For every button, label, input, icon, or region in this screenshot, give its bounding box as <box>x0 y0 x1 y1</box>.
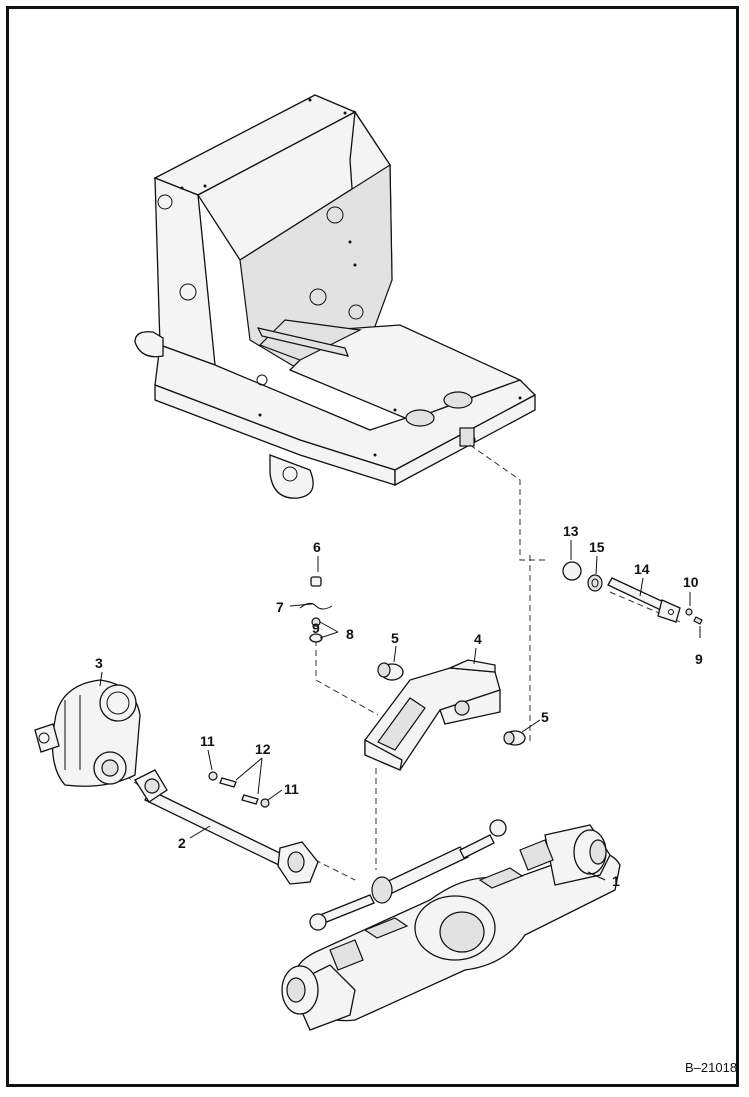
callout-11-left: 11 <box>200 733 215 749</box>
axle-1 <box>281 819 621 1031</box>
bracket-4 <box>364 659 501 771</box>
pin-assembly <box>562 561 703 625</box>
callout-5-right: 5 <box>541 709 549 725</box>
hardware-11-12 <box>208 771 270 808</box>
callout-6: 6 <box>313 539 321 555</box>
callout-4: 4 <box>474 631 482 647</box>
callout-5-top: 5 <box>391 630 399 646</box>
bushing-5-top <box>377 662 404 681</box>
callout-13: 13 <box>563 523 579 539</box>
callout-9-left: 9 <box>312 620 320 636</box>
nut-11-right <box>260 798 270 808</box>
bolt-12-left <box>219 777 237 788</box>
gearbox-3 <box>34 679 141 787</box>
callout-labels: 1 2 3 4 5 5 6 7 8 9 10 11 11 12 13 14 15… <box>95 523 703 889</box>
washer-15 <box>587 574 603 592</box>
drive-shaft-2 <box>134 769 319 885</box>
pin-14 <box>607 577 669 613</box>
callout-3: 3 <box>95 655 103 671</box>
bolt-9-right <box>693 616 703 625</box>
leader-lines <box>99 540 701 881</box>
bolt-12-right <box>241 794 259 805</box>
callout-9-right: 9 <box>695 651 703 667</box>
callout-15: 15 <box>589 539 605 555</box>
callout-10: 10 <box>683 574 699 590</box>
callout-12: 12 <box>255 741 271 757</box>
fitting-6 <box>310 576 322 587</box>
callout-14: 14 <box>634 561 650 577</box>
bolt-9 <box>309 633 323 643</box>
figure-reference-number: B–21018 <box>685 1060 737 1075</box>
fitting-hardware <box>299 576 333 643</box>
callout-11-right: 11 <box>284 781 299 797</box>
callout-2: 2 <box>178 835 186 851</box>
chassis-frame <box>134 94 537 499</box>
washer-10 <box>685 608 693 616</box>
bushing-5-right <box>503 730 526 746</box>
callout-8: 8 <box>346 626 354 642</box>
callout-7: 7 <box>276 599 284 615</box>
nut-11-left <box>208 771 218 781</box>
callout-1: 1 <box>612 873 620 889</box>
bushing-13 <box>562 561 582 581</box>
